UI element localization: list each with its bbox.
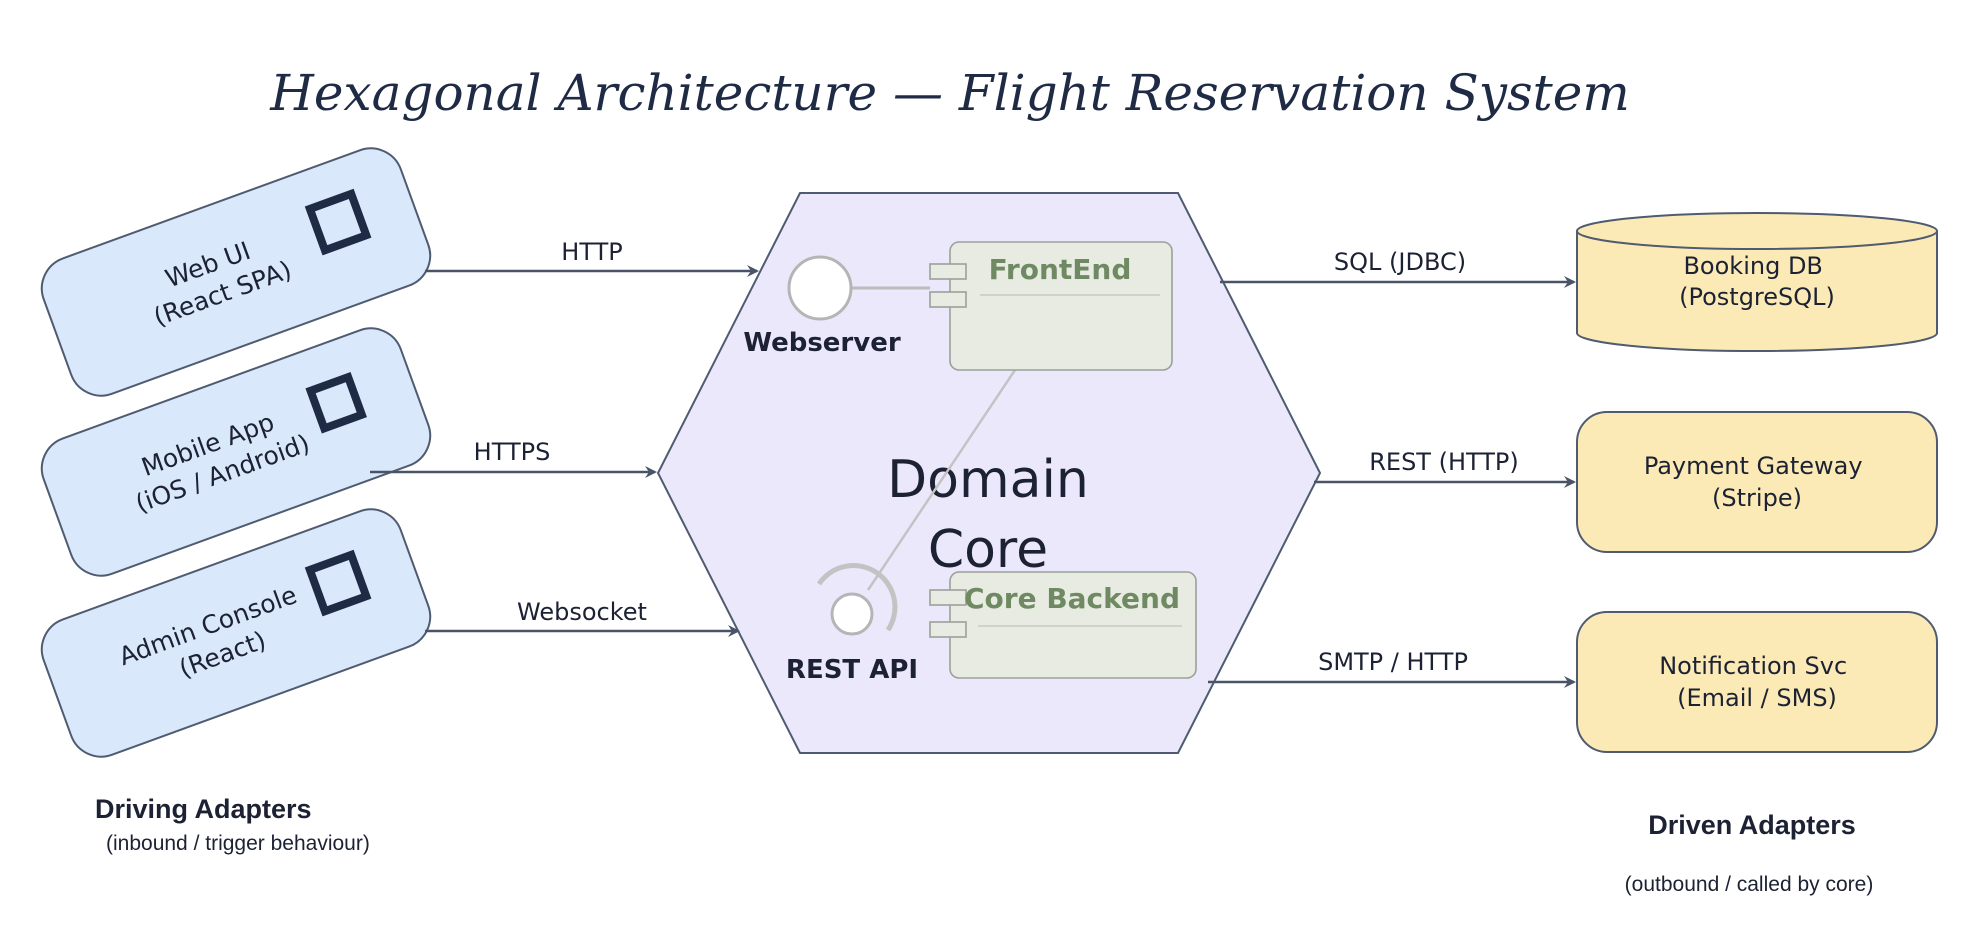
webserver-interface-icon [787,255,853,321]
domain-core-label-line1: Domain [887,450,1089,510]
edge-label-rest: REST (HTTP) [1369,448,1519,476]
frontend-component[interactable]: FrontEnd [929,241,1173,371]
svg-text:Payment Gateway (Stripe): Payment Gateway (Stripe) [1644,452,1870,512]
rest-api-label: REST API [786,655,918,685]
component-port-icon [929,621,967,638]
driving-adapter-web-ui[interactable]: Web UI (React SPA) [33,139,439,404]
component-port-icon [929,589,967,606]
component-box-icon [304,188,372,256]
svg-text:Notification Svc (Email: Notification Svc (Email / SMS) [1659,652,1855,712]
driven-adapter-booking-db[interactable]: Booking DB (PostgreSQL) [1576,212,1938,352]
core-backend-component[interactable]: Core Backend [929,571,1197,679]
booking-db-tech: (PostgreSQL) [1679,283,1835,311]
frontend-to-restapi-connector [866,369,1017,591]
webserver-label: Webserver [743,328,901,358]
diagram-title: Hexagonal Architecture — Flight Reservat… [269,64,1630,122]
frontend-label: FrontEnd [989,253,1132,286]
notification-svc-name: Notification Svc [1659,652,1847,680]
driven-adapters-subheading: (outbound / called by core) [1625,873,1874,896]
edge-label-smtp: SMTP / HTTP [1318,648,1468,676]
core-backend-label: Core Backend [964,582,1180,615]
notification-svc-tech: (Email / SMS) [1677,684,1837,712]
rest-api-interface-icon [830,592,874,636]
rest-api-socket-icon [816,563,898,632]
driving-adapters-heading: Driving Adapters [95,794,312,824]
driven-adapter-payment-gateway[interactable]: Payment Gateway (Stripe) [1576,411,1938,553]
domain-core-label-line2: Core [928,520,1048,580]
svg-text:Booking DB (PostgreSQL): Booking DB (PostgreSQL) [1679,252,1835,311]
edge-label-https: HTTPS [474,438,551,466]
component-box-icon [305,371,367,434]
component-port-icon [929,263,967,280]
edge-label-websocket: Websocket [517,598,647,626]
edge-label-http: HTTP [561,238,622,266]
payment-gateway-tech: (Stripe) [1712,484,1802,512]
booking-db-name: Booking DB [1683,252,1822,280]
driving-adapter-admin-console[interactable]: Admin Console (React) [33,500,439,765]
driven-adapters-heading: Driven Adapters [1648,810,1856,840]
edge-label-sql: SQL (JDBC) [1334,248,1466,276]
driving-adapter-mobile-app[interactable]: Mobile App (iOS / Android) [33,319,439,584]
component-box-icon [304,549,372,617]
driven-adapter-notification-svc[interactable]: Notification Svc (Email / SMS) [1576,611,1938,753]
driving-adapters-subheading: (inbound / trigger behaviour) [106,832,370,855]
payment-gateway-name: Payment Gateway [1644,452,1863,480]
component-port-icon [929,291,967,308]
database-cylinder-icon [1576,231,1938,352]
